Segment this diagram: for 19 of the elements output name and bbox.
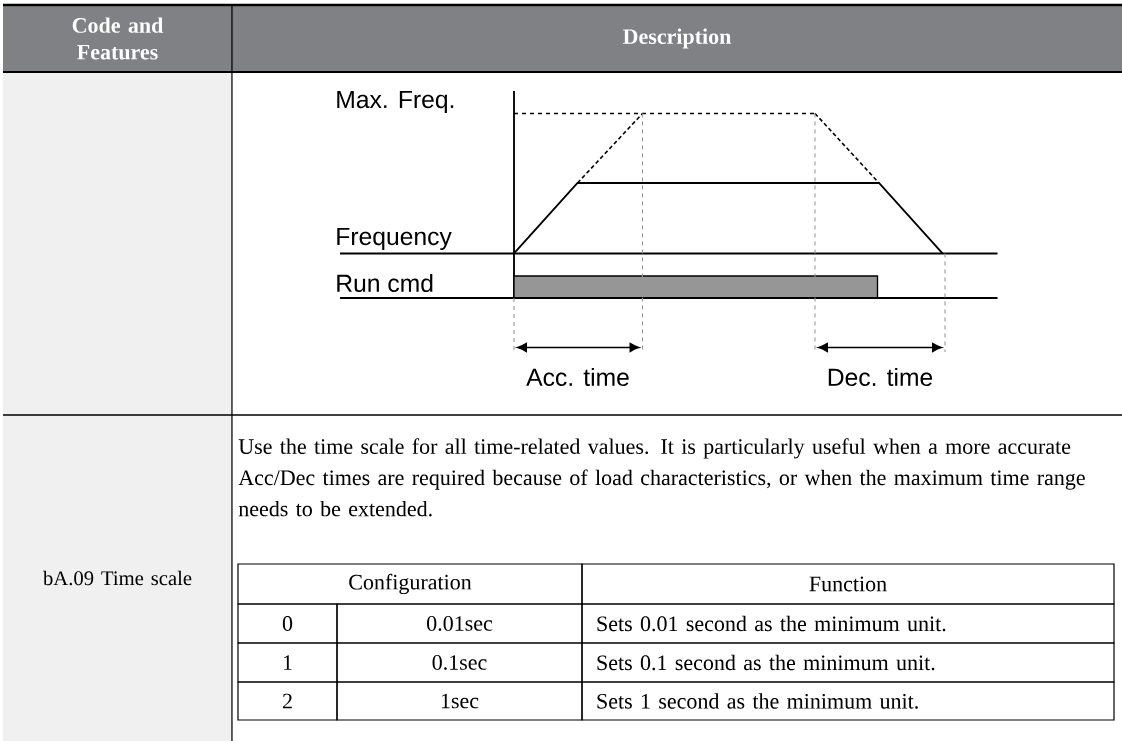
axis-label: Max. Freq. xyxy=(337,90,454,114)
table-cell: bA.09 Time scale xyxy=(3,415,232,741)
paragraph-text: Use the time scale for all time-related values. It is particularly useful when a more accurate Acc/Dec times are required because of load characteristics, or when the maximum time range needs to be extended. xyxy=(238,438,1085,517)
table-cell: Sets 0.1 second as the minimum unit. xyxy=(581,642,1115,683)
table-cell: Configuration xyxy=(237,563,583,605)
table-cell: 1 xyxy=(237,642,338,683)
table-cell: 0 xyxy=(237,603,338,644)
axis-label: Dec. time xyxy=(828,367,933,387)
axis-label: Acc. time xyxy=(526,367,629,387)
table-cell: 0.1sec xyxy=(336,642,583,683)
table-cell: 1sec xyxy=(336,681,583,721)
table-cell: Sets 0.01 second as the minimum unit. xyxy=(581,603,1115,644)
table-cell: 0.01sec xyxy=(336,603,583,644)
table-cell: Sets 1 second as the minimum unit. xyxy=(581,681,1115,721)
table-cell: Function xyxy=(581,563,1115,605)
axis-label: Frequency xyxy=(337,227,452,251)
table-cell: 2 xyxy=(237,681,338,721)
axis-label: Run cmd xyxy=(337,273,433,293)
header-cell: Code and Features xyxy=(3,5,232,72)
